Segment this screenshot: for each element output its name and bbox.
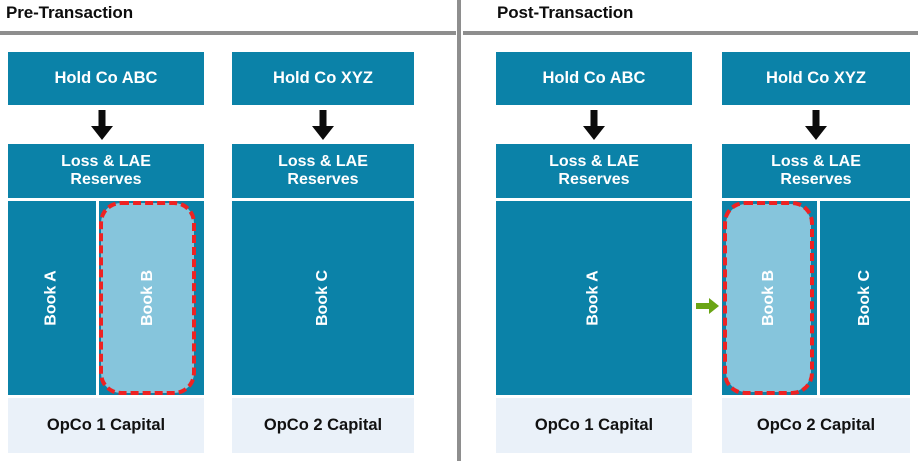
book-column-pre-book-b: Book B [101, 203, 194, 393]
reserves-text: Loss & LAE Reserves [61, 153, 151, 190]
box-pre-opco1-capital: OpCo 1 Capital [8, 398, 204, 453]
reserves-text: Loss & LAE Reserves [549, 153, 639, 190]
book-column-post-book-c: Book C [820, 201, 910, 395]
box-post-reserves-abc: Loss & LAE Reserves [496, 144, 692, 198]
box-pre-holdco-abc: Hold Co ABC [8, 52, 204, 105]
box-post-holdco-abc: Hold Co ABC [496, 52, 692, 105]
reserves-line-1: Loss & LAE [771, 152, 861, 170]
box-post-holdco-xyz: Hold Co XYZ [722, 52, 910, 105]
box-post-opco2-capital: OpCo 2 Capital [722, 398, 910, 453]
reserves-line-1: Loss & LAE [61, 152, 151, 170]
book-column-post-book-a: Book A [496, 201, 692, 395]
box-post-opco1-capital: OpCo 1 Capital [496, 398, 692, 453]
reserves-text: Loss & LAE Reserves [278, 153, 368, 190]
book-column-pre-book-a: Book A [8, 201, 96, 395]
green-right-arrow-icon [696, 298, 719, 314]
reserves-line-2: Reserves [70, 171, 142, 188]
header-rule-left [0, 31, 456, 35]
reserves-line-1: Loss & LAE [278, 152, 368, 170]
book-label: Book B [138, 270, 156, 326]
header-rule-right [463, 31, 918, 35]
box-pre-opco2-capital: OpCo 2 Capital [232, 398, 414, 453]
box-pre-holdco-xyz: Hold Co XYZ [232, 52, 414, 105]
box-post-reserves-xyz: Loss & LAE Reserves [722, 144, 910, 198]
reserves-line-2: Reserves [287, 171, 359, 188]
book-label: Book C [314, 270, 331, 326]
down-arrow-icon [583, 110, 605, 140]
book-column-pre-book-c: Book C [232, 201, 414, 395]
down-arrow-icon [805, 110, 827, 140]
book-column-post-book-b: Book B [726, 204, 811, 392]
down-arrow-icon [91, 110, 113, 140]
reserves-text: Loss & LAE Reserves [771, 153, 861, 190]
reserves-line-2: Reserves [558, 171, 630, 188]
book-label: Book A [585, 270, 602, 326]
panel-title-pre-transaction: Pre-Transaction [6, 3, 133, 22]
reserves-line-1: Loss & LAE [549, 152, 639, 170]
box-pre-reserves-xyz: Loss & LAE Reserves [232, 144, 414, 198]
book-label: Book C [856, 270, 873, 326]
reserves-line-2: Reserves [780, 171, 852, 188]
panel-title-post-transaction: Post-Transaction [497, 3, 634, 22]
book-label: Book A [43, 270, 60, 326]
down-arrow-icon [312, 110, 334, 140]
box-pre-reserves-abc: Loss & LAE Reserves [8, 144, 204, 198]
panel-divider [457, 0, 461, 461]
book-label: Book B [759, 270, 777, 326]
